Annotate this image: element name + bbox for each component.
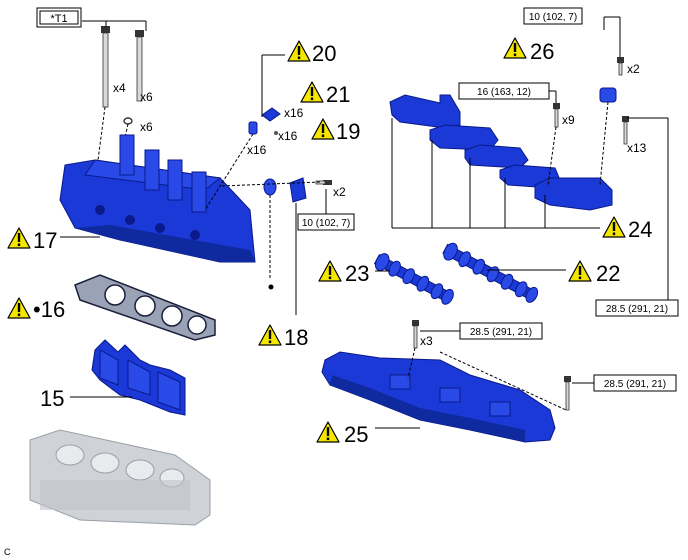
torque-16: 16 (163, 12) <box>458 82 550 100</box>
callout-t1: *T1 <box>36 7 82 28</box>
qty-x6-bolt: x6 <box>140 90 153 104</box>
svg-text:28.5 (291, 21): 28.5 (291, 21) <box>470 327 532 338</box>
washer <box>123 117 133 125</box>
warning-icon <box>602 216 626 238</box>
qty-x16-21: x16 <box>284 106 304 120</box>
svg-text:28.5 (291, 21): 28.5 (291, 21) <box>604 379 666 390</box>
callout-19: 19 <box>311 118 360 144</box>
svg-text:17: 17 <box>33 228 57 253</box>
cam-housing-seals <box>221 177 332 315</box>
warning-icon <box>568 260 592 282</box>
svg-text:21: 21 <box>326 82 350 107</box>
svg-text:23: 23 <box>345 261 369 286</box>
callout-24: 24 <box>602 216 652 242</box>
callout-21: 21 <box>300 81 350 107</box>
svg-text:10 (102, 7): 10 (102, 7) <box>302 218 350 229</box>
camshaft-caps <box>389 87 617 229</box>
svg-text:10 (102, 7): 10 (102, 7) <box>529 12 577 23</box>
qty-x2-right: x2 <box>627 62 640 76</box>
warning-icon <box>318 260 342 282</box>
torque-285-right: 28.5 (291, 21) <box>595 299 679 317</box>
callout-20: 20 <box>287 40 336 66</box>
torque-285-bottom: 28.5 (291, 21) <box>593 374 677 392</box>
qty-x2-center: x2 <box>333 185 346 199</box>
callout-23: 23 <box>318 260 369 286</box>
warning-icon <box>503 37 527 59</box>
torque-285-top: 28.5 (291, 21) <box>459 322 543 340</box>
callout-18: 18 <box>258 324 308 350</box>
svg-text:28.5 (291, 21): 28.5 (291, 21) <box>606 304 668 315</box>
camshafts <box>373 242 566 305</box>
svg-text:•16: •16 <box>33 297 65 322</box>
engine-block <box>29 429 211 526</box>
svg-text:26: 26 <box>530 39 554 64</box>
callout-22: 22 <box>568 260 620 286</box>
warning-icon <box>7 227 31 249</box>
qty-x13: x13 <box>627 141 647 155</box>
warning-icon <box>258 324 282 346</box>
camshaft-housing <box>321 320 594 443</box>
t1-label: *T1 <box>50 13 67 25</box>
torque-10-center: 10 (102, 7) <box>297 189 355 231</box>
qty-x4: x4 <box>113 81 126 95</box>
callout-15: 15 <box>40 386 64 411</box>
svg-text:19: 19 <box>336 119 360 144</box>
qty-x16-20: x16 <box>247 143 267 157</box>
callout-16: •16 <box>7 297 65 322</box>
warning-icon <box>7 297 31 319</box>
svg-text:20: 20 <box>312 41 336 66</box>
head-gasket <box>74 274 216 341</box>
valve-lifters <box>204 54 285 211</box>
callout-25: 25 <box>316 421 368 447</box>
svg-text:24: 24 <box>628 217 652 242</box>
qty-x3: x3 <box>420 334 433 348</box>
cam-cap-bolts <box>547 16 669 300</box>
svg-text:18: 18 <box>284 325 308 350</box>
svg-text:15: 15 <box>40 386 64 411</box>
warning-icon <box>300 81 324 103</box>
warning-icon <box>311 118 335 140</box>
figure-code: C <box>4 547 11 557</box>
qty-x6-washer: x6 <box>140 120 153 134</box>
qty-x16-19: x16 <box>278 129 298 143</box>
svg-text:16 (163, 12): 16 (163, 12) <box>477 87 531 98</box>
callout-26: 26 <box>503 37 554 64</box>
water-jacket-spacer <box>91 339 186 416</box>
torque-10-right: 10 (102, 7) <box>523 7 583 25</box>
cylinder-head <box>59 134 256 263</box>
svg-text:25: 25 <box>344 422 368 447</box>
warning-icon <box>287 40 311 62</box>
svg-text:22: 22 <box>596 261 620 286</box>
qty-x9: x9 <box>562 113 575 127</box>
warning-icon <box>316 421 340 443</box>
callout-17: 17 <box>7 227 57 253</box>
